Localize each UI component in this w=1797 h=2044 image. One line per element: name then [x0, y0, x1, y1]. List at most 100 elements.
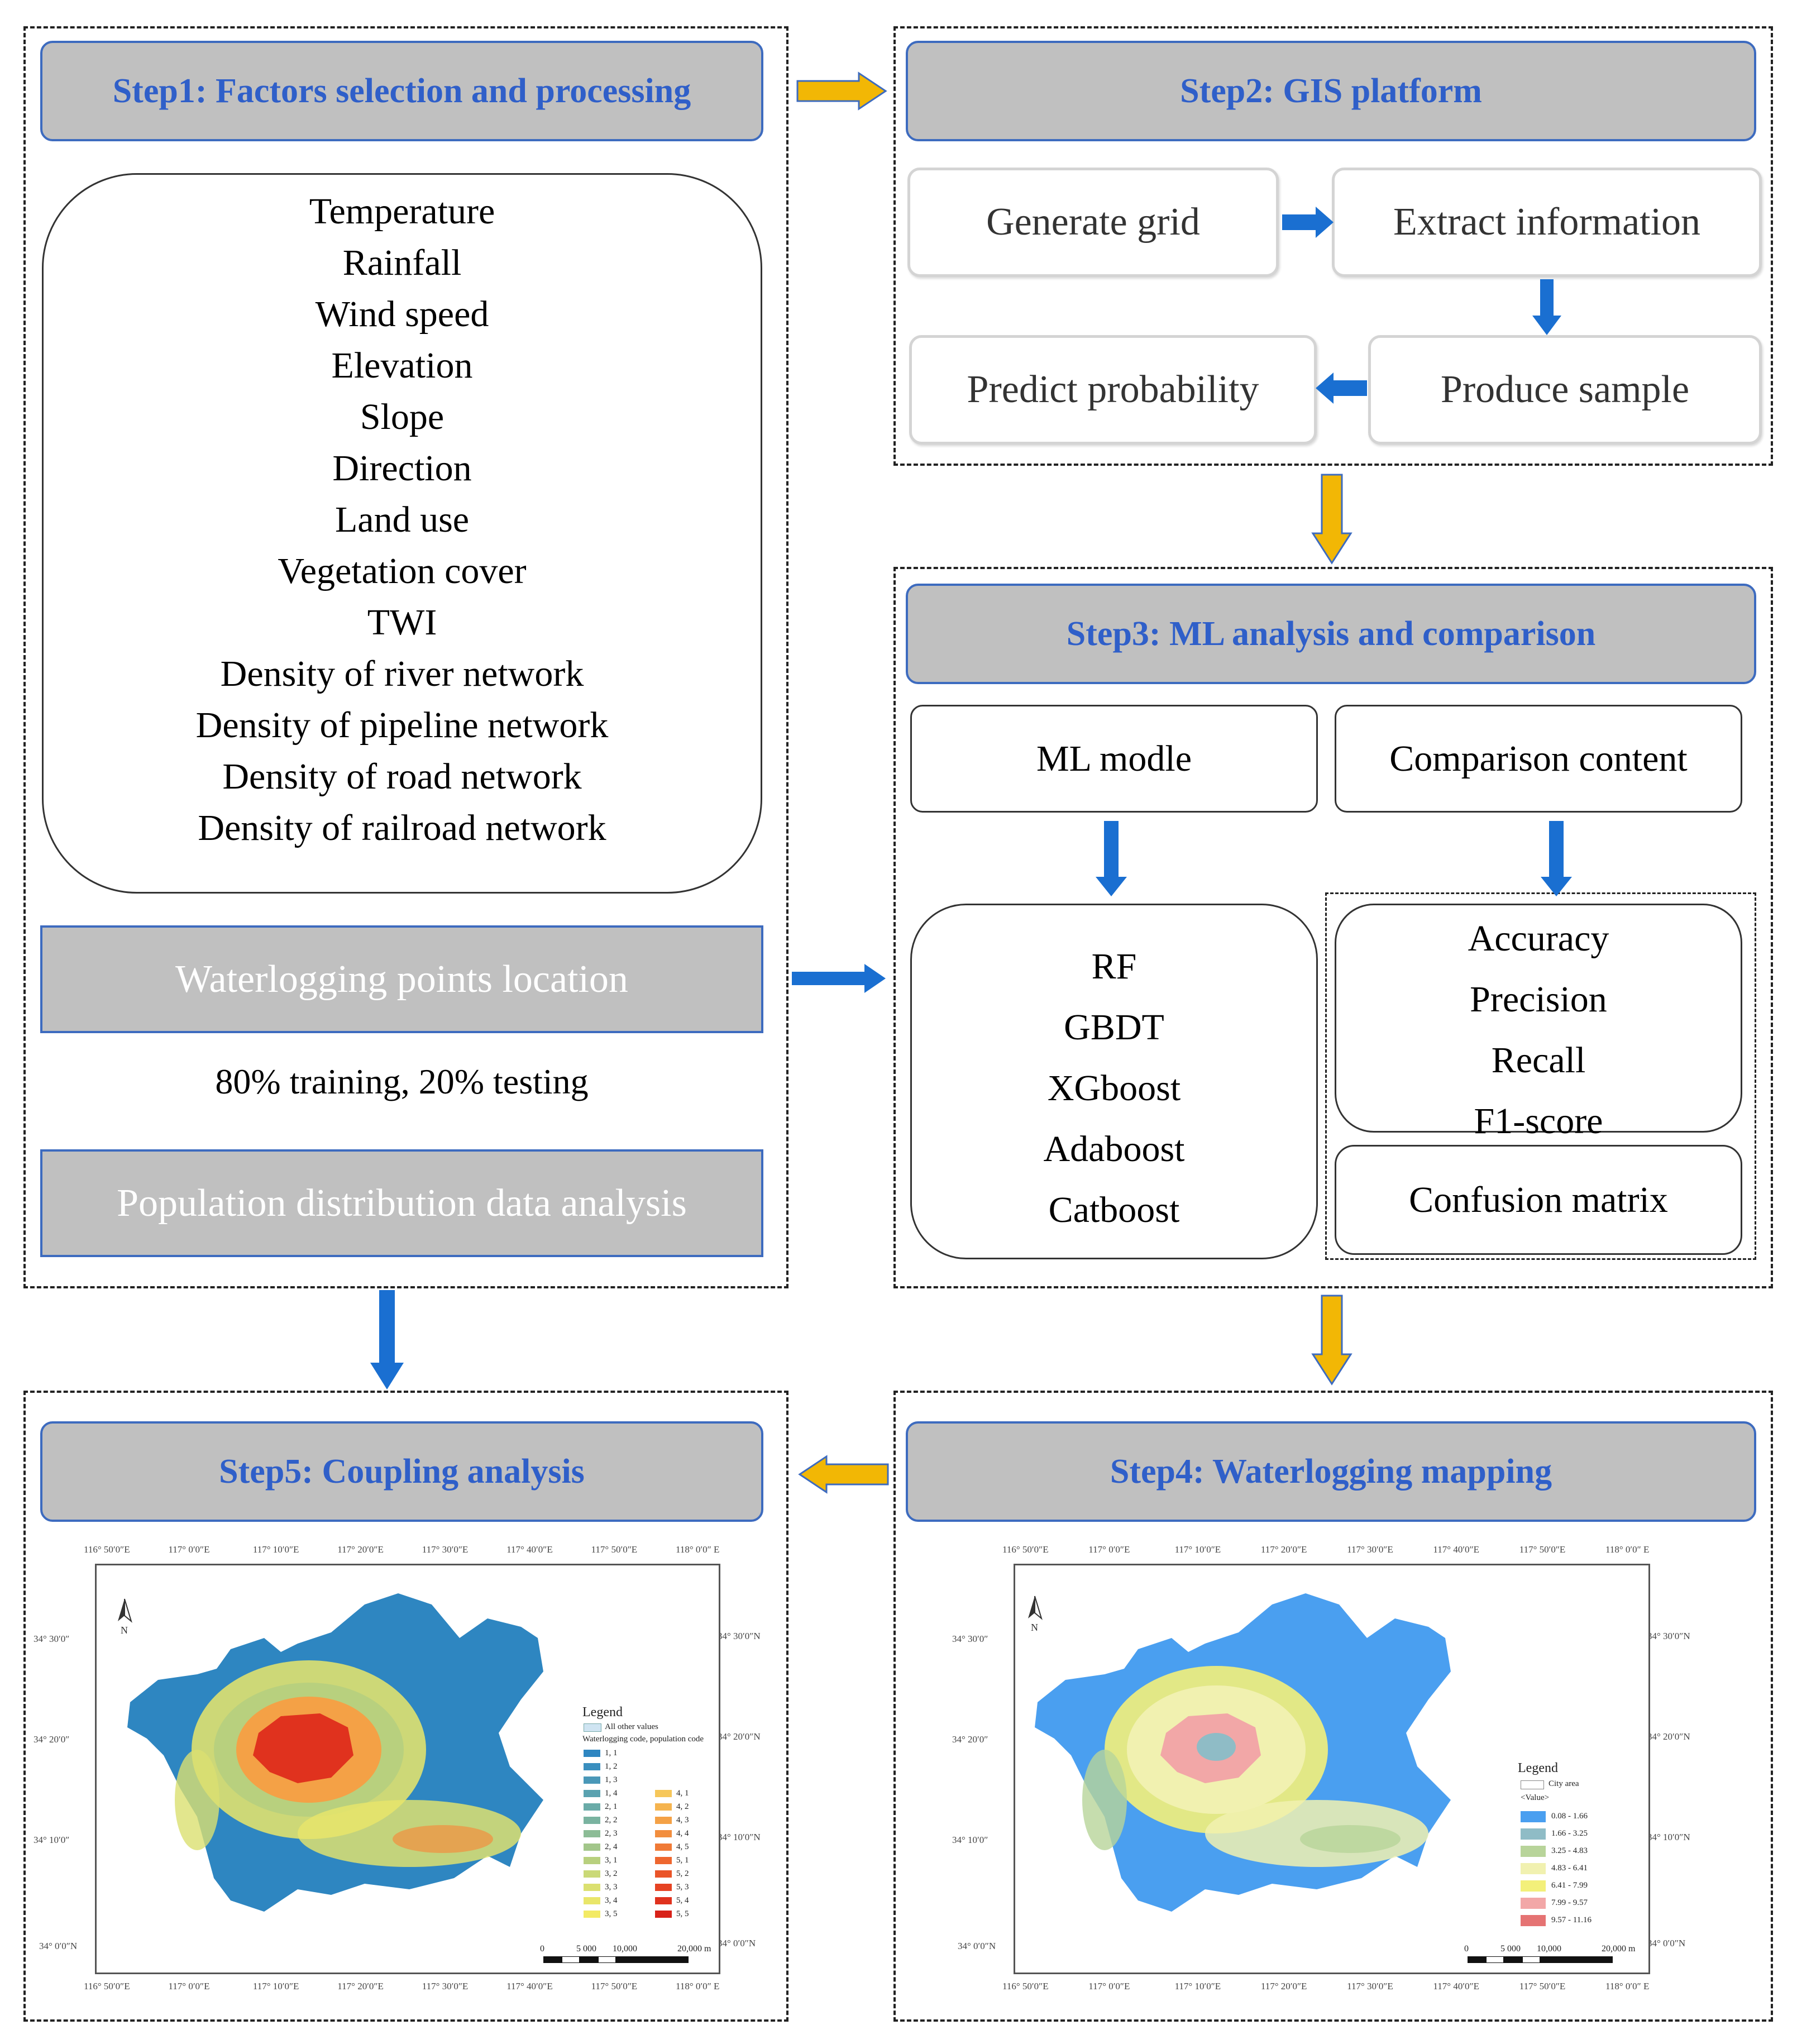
scale-segment: [1468, 1956, 1486, 1963]
scale-label: 5 000: [576, 1944, 596, 1954]
metric-item: Recall: [1491, 1040, 1586, 1081]
lon-label: 117° 20′0″E: [1260, 1981, 1307, 1992]
legend-swatch: [655, 1870, 672, 1878]
metric-item: Precision: [1470, 979, 1607, 1020]
factor-item: Vegetation cover: [278, 551, 527, 591]
legend-swatch: [584, 1911, 600, 1918]
arrow-step1-to-step3: [792, 964, 886, 993]
lon-label: 117° 40′0″E: [1433, 1981, 1480, 1992]
lat-label: 34° 30′0″N: [1647, 1631, 1690, 1641]
scale-label: 0: [540, 1944, 544, 1954]
legend-item-label: 2, 3: [605, 1829, 618, 1838]
lon-label: 117° 20′0″E: [1260, 1544, 1307, 1555]
lat-label: 34° 0′0″N: [718, 1938, 756, 1949]
legend-item-label: 3, 3: [605, 1883, 618, 1892]
lat-label: 34° 20′0″N: [1647, 1731, 1690, 1742]
step4-panel: [893, 1391, 1773, 2022]
lon-label: 117° 10′0″E: [1174, 1544, 1221, 1555]
legend-city-label: City area: [1549, 1779, 1579, 1788]
step5-header: Step5: Coupling analysis: [40, 1421, 763, 1522]
legend-swatch: [584, 1803, 600, 1811]
step3-panel: [893, 567, 1773, 1288]
lon-label: 117° 10′0″E: [252, 1981, 299, 1992]
arrow-step1-to-step5: [370, 1290, 404, 1389]
legend-swatch: [655, 1844, 672, 1851]
factor-item: Land use: [334, 499, 470, 540]
legend-swatch: [584, 1830, 600, 1837]
model-item: Catboost: [1048, 1190, 1180, 1230]
population-analysis-box: Population distribution data analysis: [40, 1149, 763, 1257]
legend-swatch: [584, 1897, 600, 1904]
legend-item-label: 5, 1: [676, 1856, 689, 1865]
arrow-sample-to-predict: [1316, 372, 1367, 404]
model-item: XGboost: [1047, 1068, 1181, 1109]
legend-item-label: 0.08 - 1.66: [1551, 1812, 1588, 1821]
legend-swatch: [1521, 1880, 1546, 1892]
legend-code-label: Waterlogging code, population code: [582, 1735, 704, 1744]
lat-label: 34° 10′0″N: [1647, 1832, 1690, 1842]
arrow-step3-to-step4: [1311, 1295, 1352, 1386]
legend-item-label: 6.41 - 7.99: [1551, 1881, 1588, 1890]
legend-item-label: 3, 4: [605, 1896, 618, 1905]
legend-item-label: 4, 1: [676, 1789, 689, 1798]
legend-item-label: 4.83 - 6.41: [1551, 1864, 1588, 1873]
lat-label: 34° 0′0″N: [958, 1941, 996, 1951]
lon-label: 117° 40′0″E: [506, 1981, 553, 1992]
legend-swatch: [584, 1750, 600, 1757]
step3-header: Step3: ML analysis and comparison: [906, 584, 1756, 684]
legend-item-label: 1, 4: [605, 1789, 618, 1798]
confusion-matrix-label: Confusion matrix: [1409, 1179, 1668, 1220]
legend-swatch: [655, 1803, 672, 1811]
region-southeast-spots: [393, 1825, 493, 1853]
legend-swatch: [655, 1884, 672, 1891]
step2-panel: [893, 26, 1773, 466]
legend-swatch: [584, 1884, 600, 1891]
metric-item: F1-score: [1474, 1101, 1603, 1142]
legend-swatch: [655, 1817, 672, 1824]
lon-label: 118° 0′0″ E: [1605, 1981, 1650, 1992]
legend-item-label: 5, 3: [676, 1883, 689, 1892]
lon-label: 117° 20′0″E: [337, 1544, 384, 1555]
arrow-mlmodel-to-models: [1096, 821, 1127, 896]
factor-item: Density of railroad network: [198, 808, 606, 848]
legend-item-label: 3, 2: [605, 1869, 618, 1878]
scale-label: 5 000: [1500, 1944, 1521, 1954]
legend-swatch: [584, 1844, 600, 1851]
legend-swatch: [655, 1857, 672, 1864]
legend-swatch: [584, 1857, 600, 1864]
lat-label: 34° 10′0″N: [718, 1832, 761, 1842]
legend-item-label: 1, 3: [605, 1775, 618, 1784]
legend-swatch: [1521, 1828, 1546, 1840]
north-label: N: [121, 1625, 128, 1636]
region-southeast-spots: [1300, 1825, 1401, 1853]
lon-label: 116° 50′0″E: [1002, 1544, 1049, 1555]
arrow-step2-to-step3: [1311, 474, 1352, 565]
lat-label: 34° 10′0″: [34, 1835, 70, 1845]
lon-label: 117° 40′0″E: [506, 1544, 553, 1555]
lon-label: 117° 10′0″E: [252, 1544, 299, 1555]
predict-probability-box: Predict probability: [909, 335, 1317, 445]
lon-label: 118° 0′0″ E: [676, 1544, 720, 1555]
scale-label: 10,000: [613, 1944, 637, 1954]
lon-label: 116° 50′0″E: [1002, 1981, 1049, 1992]
lon-label: 117° 50′0″E: [1519, 1544, 1566, 1555]
lon-label: 117° 30′0″E: [1347, 1544, 1393, 1555]
legend-city-swatch: [1521, 1780, 1544, 1789]
factor-item: Density of road network: [222, 756, 582, 797]
lon-label: 117° 30′0″E: [422, 1544, 469, 1555]
coupling-map-shape: N: [118, 1593, 543, 1912]
comparison-content-label: Comparison content: [1389, 738, 1688, 779]
scale-segment: [561, 1956, 580, 1963]
legend-swatch: [655, 1911, 672, 1918]
extract-information-box: Extract information: [1332, 168, 1762, 277]
legend-swatch: [1521, 1915, 1546, 1926]
model-item: GBDT: [1064, 1007, 1164, 1048]
ml-model-box: ML modle: [910, 705, 1318, 813]
scale-segment: [598, 1956, 616, 1963]
